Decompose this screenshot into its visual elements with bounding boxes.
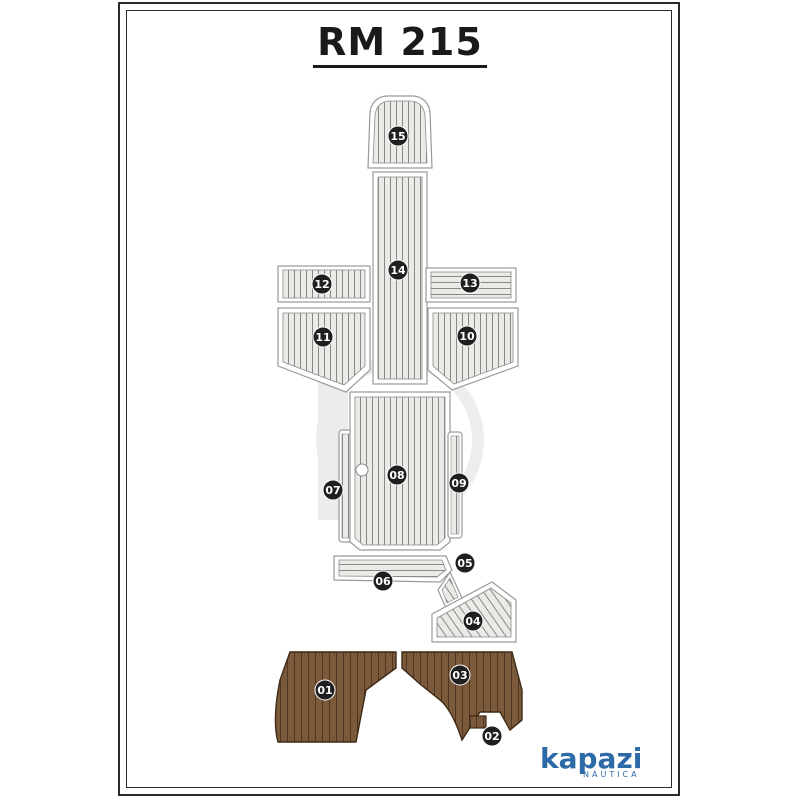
panel-badge-label: 05 — [457, 557, 472, 570]
panel-badge-label: 02 — [484, 730, 499, 743]
panel-badge-label: 12 — [314, 278, 329, 291]
panel-number-badges: 01 02 03 04 05 06 07 08 09 10 11 12 13 14 15 — [311, 125, 503, 747]
panel-badge-label: 11 — [315, 331, 330, 344]
panel-badge-07: 07 — [322, 479, 344, 501]
panel-badge-08: 08 — [386, 464, 408, 486]
panel-badge-circle — [312, 326, 334, 348]
panel-badge-13: 13 — [459, 272, 481, 294]
panel-badge-circle — [448, 472, 470, 494]
panel-badge-label: 15 — [390, 130, 405, 143]
panel-06[interactable] — [333, 555, 453, 583]
panel-badge-09: 09 — [448, 472, 470, 494]
panel-badge-label: 07 — [325, 484, 340, 497]
brand-logo: kapazi — [540, 742, 643, 775]
panel-badge-label: 08 — [389, 469, 404, 482]
panel-badge-label: 10 — [459, 330, 475, 343]
panel-badge-label: 04 — [465, 615, 481, 628]
brand-subtitle: NÁUTICA — [583, 770, 640, 779]
panel-badge-label: 14 — [390, 264, 406, 277]
panel-badge-circle — [322, 479, 344, 501]
panel-badge-circle — [459, 272, 481, 294]
panel-badge-circle — [387, 259, 409, 281]
panel-badge-circle — [449, 664, 471, 686]
panel-badge-05: 05 — [454, 552, 476, 574]
panel-badge-circle — [314, 679, 336, 701]
panel-badge-circle — [386, 464, 408, 486]
panel-10[interactable] — [427, 307, 519, 391]
panel-badge-01: 01 — [314, 679, 336, 701]
panel-badge-circle — [454, 552, 476, 574]
panel-badge-circle — [372, 570, 394, 592]
panel-badge-label: 13 — [462, 277, 477, 290]
panel-badge-14: 14 — [387, 259, 409, 281]
panel-badge-label: 06 — [375, 575, 391, 588]
panel-badge-03: 03 — [449, 664, 471, 686]
panel-badge-label: 09 — [451, 477, 466, 490]
panel-03[interactable] — [401, 651, 523, 742]
panel-02[interactable] — [469, 715, 487, 729]
panel-badge-15: 15 — [387, 125, 409, 147]
panel-badge-circle — [481, 725, 503, 747]
panel-badge-label: 01 — [317, 684, 332, 697]
panel-badge-10: 10 — [456, 325, 478, 347]
inner-frame — [126, 10, 672, 788]
panel-badge-circle — [387, 125, 409, 147]
panel-badge-04: 04 — [462, 610, 484, 632]
page-title: RM 215 — [0, 20, 800, 68]
panel-01[interactable] — [274, 651, 397, 743]
panel-11[interactable] — [277, 307, 371, 393]
panel-badge-circle — [311, 273, 333, 295]
panel-badge-circle — [456, 325, 478, 347]
panel-badge-06: 06 — [372, 570, 394, 592]
panel-badge-02: 02 — [481, 725, 503, 747]
panel-badge-11: 11 — [312, 326, 334, 348]
panel-badge-12: 12 — [311, 273, 333, 295]
panel-badge-circle — [462, 610, 484, 632]
panel-badge-label: 03 — [452, 669, 467, 682]
